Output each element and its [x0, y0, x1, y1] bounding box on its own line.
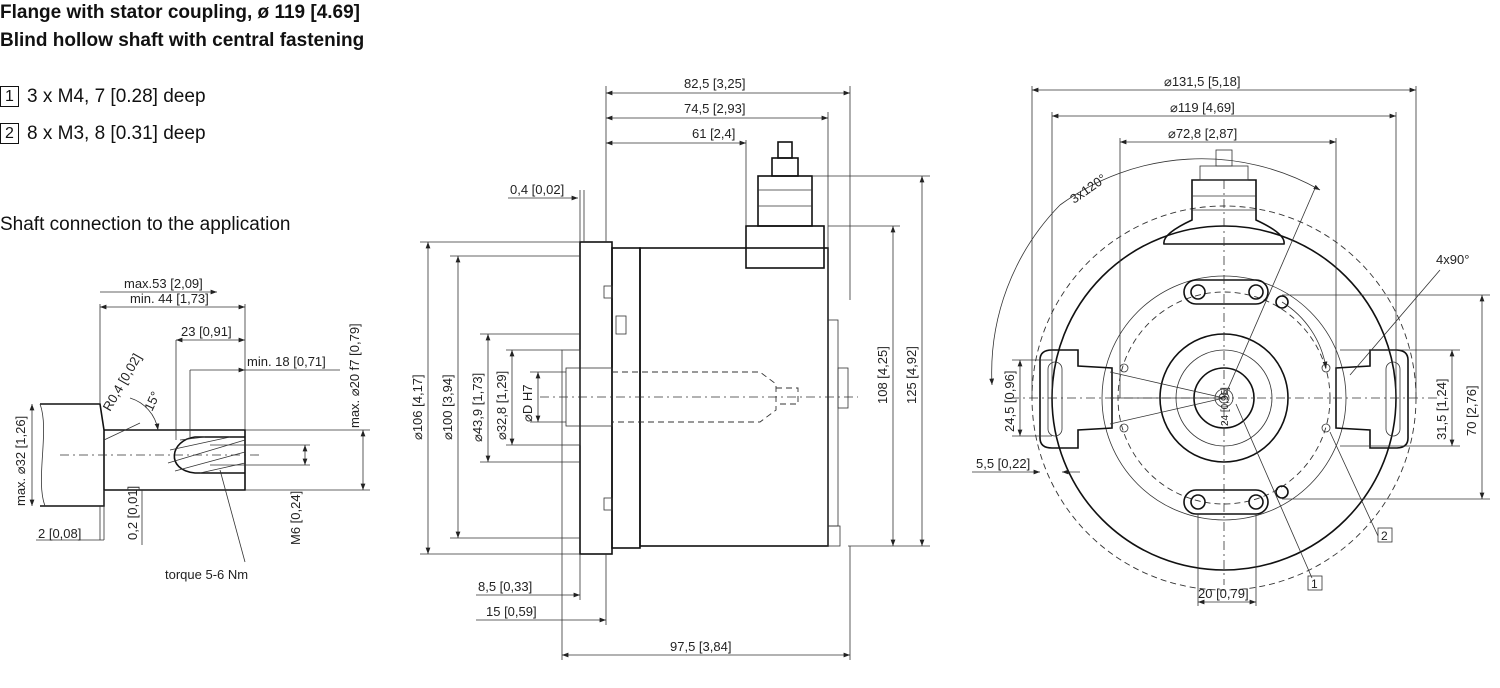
shaft-section-title: Shaft connection to the application — [0, 214, 291, 235]
dim-04: 0,4 [0,02] — [510, 182, 564, 197]
front-connector — [1163, 179, 1285, 245]
connector-base — [745, 225, 825, 269]
dim-15: 15 [0,59] — [486, 604, 537, 619]
dim-dD: ⌀D H7 — [520, 385, 535, 422]
application-shaft — [40, 403, 105, 507]
side-view: 82,5 [3,25] 74,5 [2,93] 61 [2,4] 0,4 [0,… — [410, 76, 930, 660]
dim-245: 24,5 [0,96] — [1002, 371, 1017, 432]
dim-d100: ⌀100 [3,94] — [440, 374, 455, 440]
dim-r04: R0,4 [0,02] — [100, 351, 145, 414]
dim-d119: ⌀119 [4,69] — [1170, 100, 1235, 115]
dim-d328: ⌀32,8 [1,29] — [494, 371, 509, 440]
stator-coupling — [611, 247, 641, 549]
dim-d1315: ⌀131,5 [5,18] — [1164, 74, 1241, 89]
front-view: ⌀131,5 [5,18] ⌀119 [4,69] ⌀72,8 [2,87] 3… — [972, 74, 1490, 606]
dim-d728: ⌀72,8 [2,87] — [1168, 126, 1237, 141]
coupling-slot-bottom — [1183, 489, 1269, 515]
page-title: Flange with stator coupling, ø 119 [4.69… — [0, 2, 361, 23]
page-subtitle: Blind hollow shaft with central fastenin… — [0, 30, 365, 51]
dim-23: 23 [0,91] — [181, 324, 232, 339]
dim-125: 125 [4,92] — [904, 346, 919, 404]
dim-d439: ⌀43,9 [1,73] — [470, 373, 485, 442]
dim-maxd20: max. ⌀20 f7 [0,79] — [347, 323, 362, 428]
shaft-detail-view: max.53 [2,09] min. 44 [1,73] 23 [0,91] m… — [13, 276, 370, 582]
dim-inner: 24 [0,95] — [1220, 387, 1231, 426]
coupling-slot-top — [1183, 279, 1269, 305]
dim-angle15: 15° — [141, 389, 163, 413]
dim-825: 82,5 [3,25] — [684, 76, 745, 91]
dim-max53: max.53 [2,09] — [124, 276, 203, 291]
stator-lug-right — [1335, 349, 1409, 449]
dim-min18: min. 18 [0,71] — [247, 354, 326, 369]
stator-lug-left — [1039, 349, 1113, 449]
note-2-number: 2 — [0, 123, 19, 144]
label-2: 2 — [1381, 529, 1388, 543]
note-2-text: 8 x M3, 8 [0.31] deep — [27, 123, 206, 144]
dim-55: 5,5 [0,22] — [976, 456, 1030, 471]
dim-108: 108 [4,25] — [875, 346, 890, 404]
note-2: 2 8 x M3, 8 [0.31] deep — [0, 123, 206, 145]
dim-20: 20 [0,79] — [1198, 586, 1249, 601]
dim-975: 97,5 [3,84] — [670, 639, 731, 654]
note-1-text: 3 x M4, 7 [0.28] deep — [27, 86, 206, 107]
dim-d106: ⌀106 [4,17] — [410, 374, 425, 440]
note-1: 1 3 x M4, 7 [0.28] deep — [0, 86, 206, 108]
flange — [579, 241, 613, 555]
dim-61: 61 [2,4] — [692, 126, 735, 141]
note-1-number: 1 — [0, 86, 19, 107]
dim-maxd32: max. ⌀32 [1,26] — [13, 416, 28, 506]
dim-70: 70 [2,76] — [1464, 385, 1479, 436]
dim-2: 2 [0,08] — [38, 526, 81, 541]
dim-m6: M6 [0,24] — [288, 491, 303, 545]
dim-315: 31,5 [1,24] — [1434, 379, 1449, 440]
label-1: 1 — [1311, 577, 1318, 591]
angle-3x120: 3x120° — [1067, 171, 1109, 207]
cable-gland — [757, 175, 813, 227]
dim-85: 8,5 [0,33] — [478, 579, 532, 594]
dim-02: 0,2 [0,01] — [125, 486, 140, 540]
dim-745: 74,5 [2,93] — [684, 101, 745, 116]
dim-min44: min. 44 [1,73] — [130, 291, 209, 306]
angle-4x90: 4x90° — [1436, 252, 1469, 267]
shaft-bore-section — [173, 436, 245, 474]
torque-label: torque 5-6 Nm — [165, 567, 248, 582]
